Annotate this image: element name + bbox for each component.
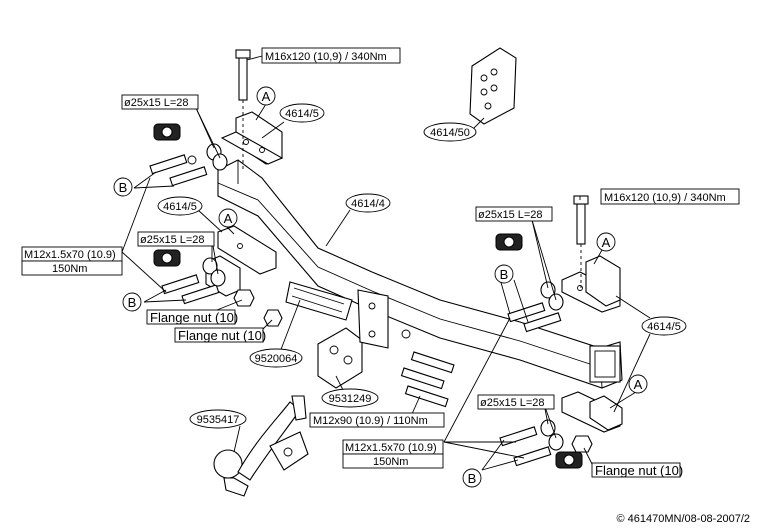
ball-plate (317, 289, 389, 389)
letter-b-left: B (122, 292, 142, 312)
bracket-right (561, 255, 621, 313)
svg-text:A: A (602, 235, 611, 250)
label-ball-plate: 9531249 (321, 388, 379, 408)
svg-text:150Nm: 150Nm (52, 263, 87, 275)
leader-lines (121, 55, 651, 471)
svg-text:B: B (119, 180, 128, 195)
label-bolt-left: M12x1.5x70 (10.9) 150Nm (21, 246, 123, 276)
letter-b-bottom: B (462, 468, 482, 488)
svg-text:4614/50: 4614/50 (430, 127, 470, 139)
bolts-group-right (495, 233, 564, 333)
label-flange-nut-1: Flange nut (10) (146, 309, 238, 325)
label-spacer-right: ø25x15 L=28 (475, 206, 553, 222)
svg-text:A: A (262, 89, 271, 104)
label-ball-bolt: M12x90 (10.9) / 110Nm (309, 412, 445, 428)
svg-text:B: B (500, 267, 509, 282)
svg-text:M12x1.5x70 (10.9): M12x1.5x70 (10.9) (24, 249, 116, 261)
label-bracket-left: 4614/5 (157, 196, 203, 216)
svg-text:4614/4: 4614/4 (351, 198, 385, 210)
svg-text:4614/5: 4614/5 (647, 321, 681, 333)
bolt-top (235, 49, 251, 172)
letter-a-right: A (596, 232, 616, 252)
label-spacer-bottom: ø25x15 L=28 (477, 394, 555, 410)
letter-a-top: A (256, 86, 276, 106)
label-bracket-top: 4614/5 (279, 103, 325, 123)
label-flange-nut-3: Flange nut (10) (591, 462, 683, 478)
label-kit: 4614/50 (423, 122, 477, 142)
label-spacer-mid: ø25x15 L=28 (137, 231, 215, 247)
towball (213, 395, 309, 497)
label-bolt-top: M16x120 (10,9) / 340Nm (261, 47, 401, 64)
kit-bag (469, 47, 517, 125)
svg-text:ø25x15 L=28: ø25x15 L=28 (478, 209, 543, 221)
svg-text:B: B (468, 471, 477, 486)
letter-a-bottom: A (628, 374, 648, 394)
label-towball: 9535417 (189, 409, 247, 429)
bolts-m12x90 (400, 329, 455, 408)
bolts-group-top-left (149, 123, 228, 187)
label-socket-plate: 9520064 (249, 348, 303, 368)
bolt-right (573, 195, 589, 288)
svg-text:ø25x15 L=28: ø25x15 L=28 (140, 234, 205, 246)
socket-plate (263, 281, 353, 327)
svg-text:ø25x15 L=28: ø25x15 L=28 (480, 397, 545, 409)
svg-text:Flange nut (10): Flange nut (10) (150, 310, 238, 325)
copyright-text: © 461470MN/08-08-2007/2 (617, 513, 750, 525)
svg-text:A: A (634, 377, 643, 392)
label-flange-nut-2: Flange nut (10) (174, 327, 266, 343)
svg-text:Flange nut (10): Flange nut (10) (178, 328, 266, 343)
svg-text:9520064: 9520064 (255, 353, 298, 365)
letter-a-left: A (218, 208, 238, 228)
svg-text:9535417: 9535417 (197, 414, 240, 426)
label-bar: 4614/4 (345, 193, 391, 213)
label-bolt-right: M16x120 (10,9) / 340Nm (600, 188, 740, 205)
svg-text:150Nm: 150Nm (373, 456, 408, 468)
label-bracket-right: 4614/5 (641, 316, 687, 336)
svg-text:M16x120 (10,9) / 340Nm: M16x120 (10,9) / 340Nm (265, 51, 387, 63)
svg-text:B: B (128, 295, 137, 310)
bracket-top (220, 111, 284, 165)
svg-text:4614/5: 4614/5 (285, 108, 319, 120)
label-spacer-top: ø25x15 L=28 (121, 94, 199, 110)
svg-text:M16x120 (10,9) / 340Nm: M16x120 (10,9) / 340Nm (604, 192, 726, 204)
bracket-bottom (561, 391, 623, 433)
main-crossbar (217, 159, 623, 389)
svg-text:Flange nut (10): Flange nut (10) (595, 463, 683, 478)
svg-text:9531249: 9531249 (329, 393, 372, 405)
svg-text:4614/5: 4614/5 (163, 201, 197, 213)
svg-text:M12x90 (10.9) / 110Nm: M12x90 (10.9) / 110Nm (313, 415, 428, 427)
label-bolt-bottom: M12x1.5x70 (10.9) 150Nm (342, 439, 444, 469)
letter-b-top: B (113, 177, 133, 197)
letter-b-right: B (494, 264, 514, 284)
svg-text:M12x1.5x70 (10.9): M12x1.5x70 (10.9) (345, 442, 437, 454)
svg-text:ø25x15 L=28: ø25x15 L=28 (124, 97, 189, 109)
svg-text:A: A (224, 211, 233, 226)
